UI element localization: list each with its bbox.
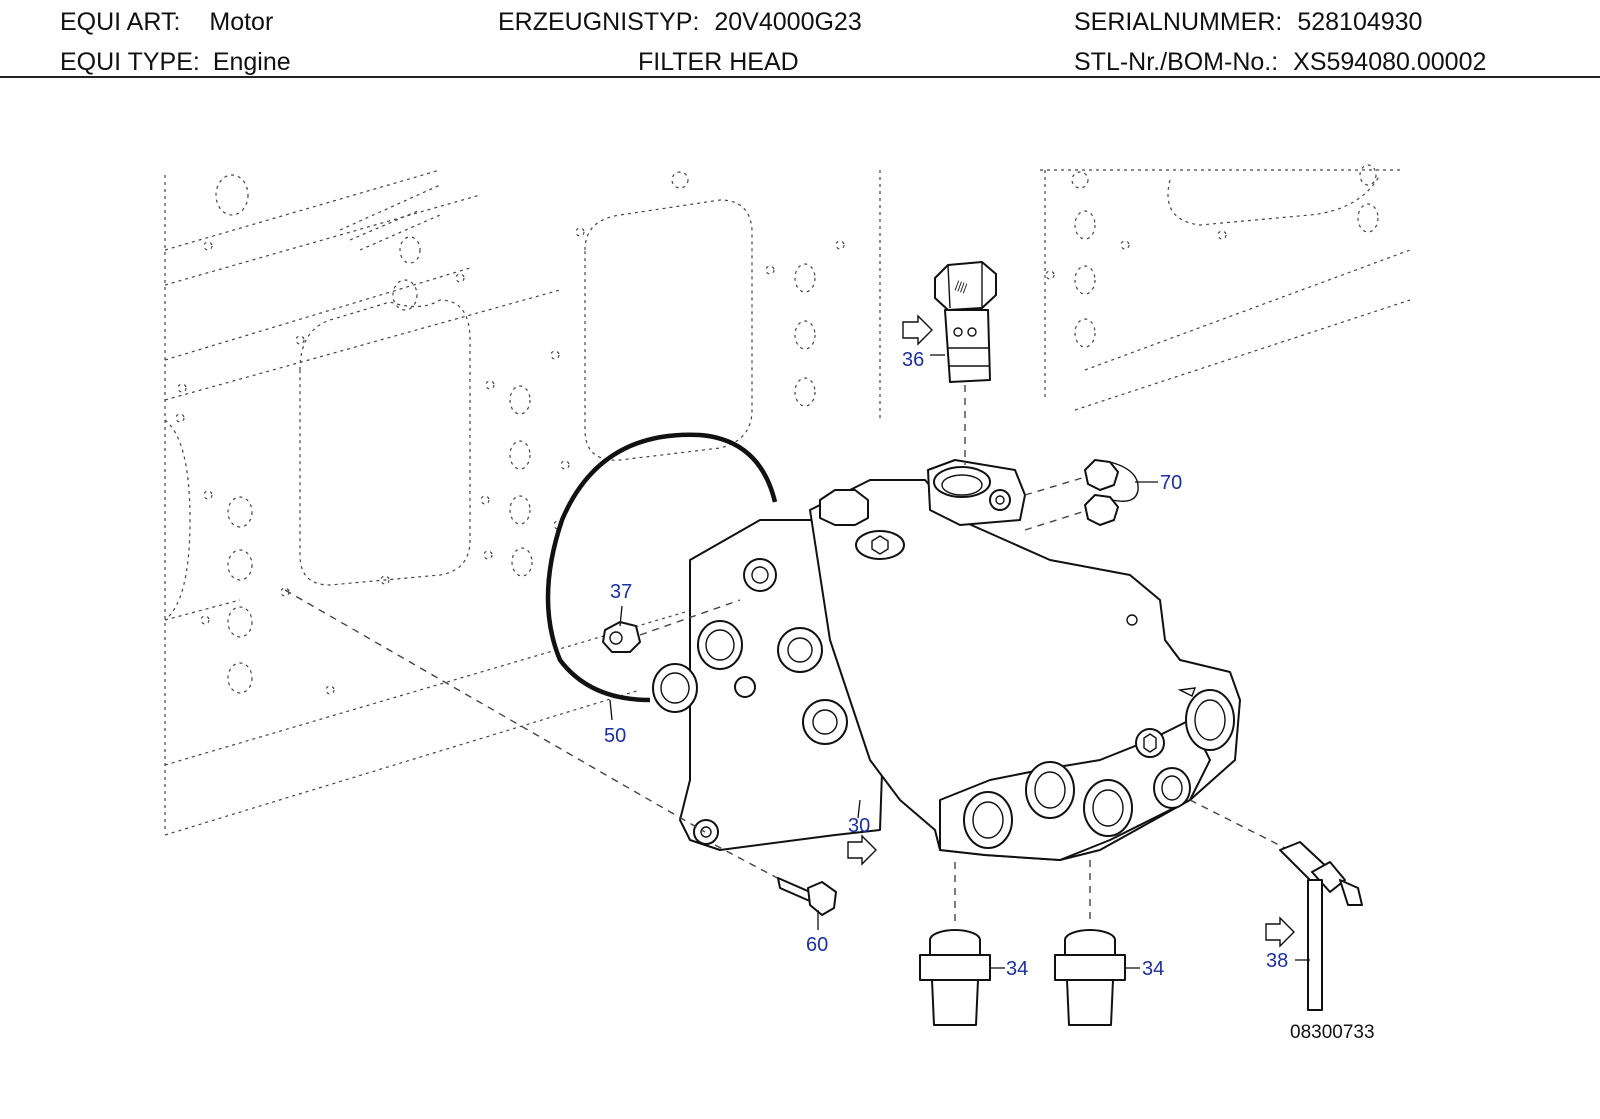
serial-number: SERIALNUMMER: 528104930 [1074,8,1422,37]
equi-art: EQUI ART: Motor [60,8,273,37]
temperature-sensor [1189,799,1363,1011]
callout-36: 36 [902,349,924,371]
callout-34-left: 34 [1006,958,1028,980]
callout-60: 60 [806,934,828,956]
callout-30: 30 [848,815,870,837]
crankcase-outline [164,164,1411,836]
equi-type-label: EQUI TYPE: [60,48,200,76]
equi-type: EQUI TYPE: Engine [60,48,291,77]
union-nut [1024,459,1139,531]
callout-70: 70 [1160,472,1182,494]
callout-38: 38 [1266,950,1288,972]
serial-value: 528104930 [1297,8,1423,36]
o-ring-seal [545,432,778,703]
callout-50: 50 [604,725,626,747]
flow-arrow-icon [847,834,877,866]
callout-37: 37 [610,581,632,603]
drawing-number: 08300733 [1290,1022,1375,1043]
exploded-parts-drawing: |||| [164,164,1411,1043]
erzeugnistyp: ERZEUGNISTYP: 20V4000G23 [498,8,862,37]
bom-number: STL-Nr./BOM-No.: XS594080.00002 [1074,48,1486,77]
page-title: FILTER HEAD [638,48,799,76]
bom-label: STL-Nr./BOM-No.: [1074,48,1279,76]
equi-art-label: EQUI ART: [60,8,181,36]
svg-text:||||: |||| [954,279,969,294]
hex-bolt [284,589,837,916]
filter-head-housing [652,459,1241,861]
hollow-screw: |||| [902,261,997,465]
header-rule [0,76,1600,78]
equi-type-value: Engine [212,48,291,76]
bom-value: XS594080.00002 [1293,48,1487,76]
erzeugnistyp-label: ERZEUGNISTYP: [498,8,700,36]
screw-plug [602,599,741,653]
erzeugnistyp-value: 20V4000G23 [714,8,862,36]
equi-art-value: Motor [209,8,274,36]
callout-34-right: 34 [1142,958,1164,980]
screwed-union-right [1054,860,1126,1026]
screwed-union-left [919,862,991,1026]
leader-lines [609,354,1310,969]
serial-label: SERIALNUMMER: [1074,8,1283,36]
